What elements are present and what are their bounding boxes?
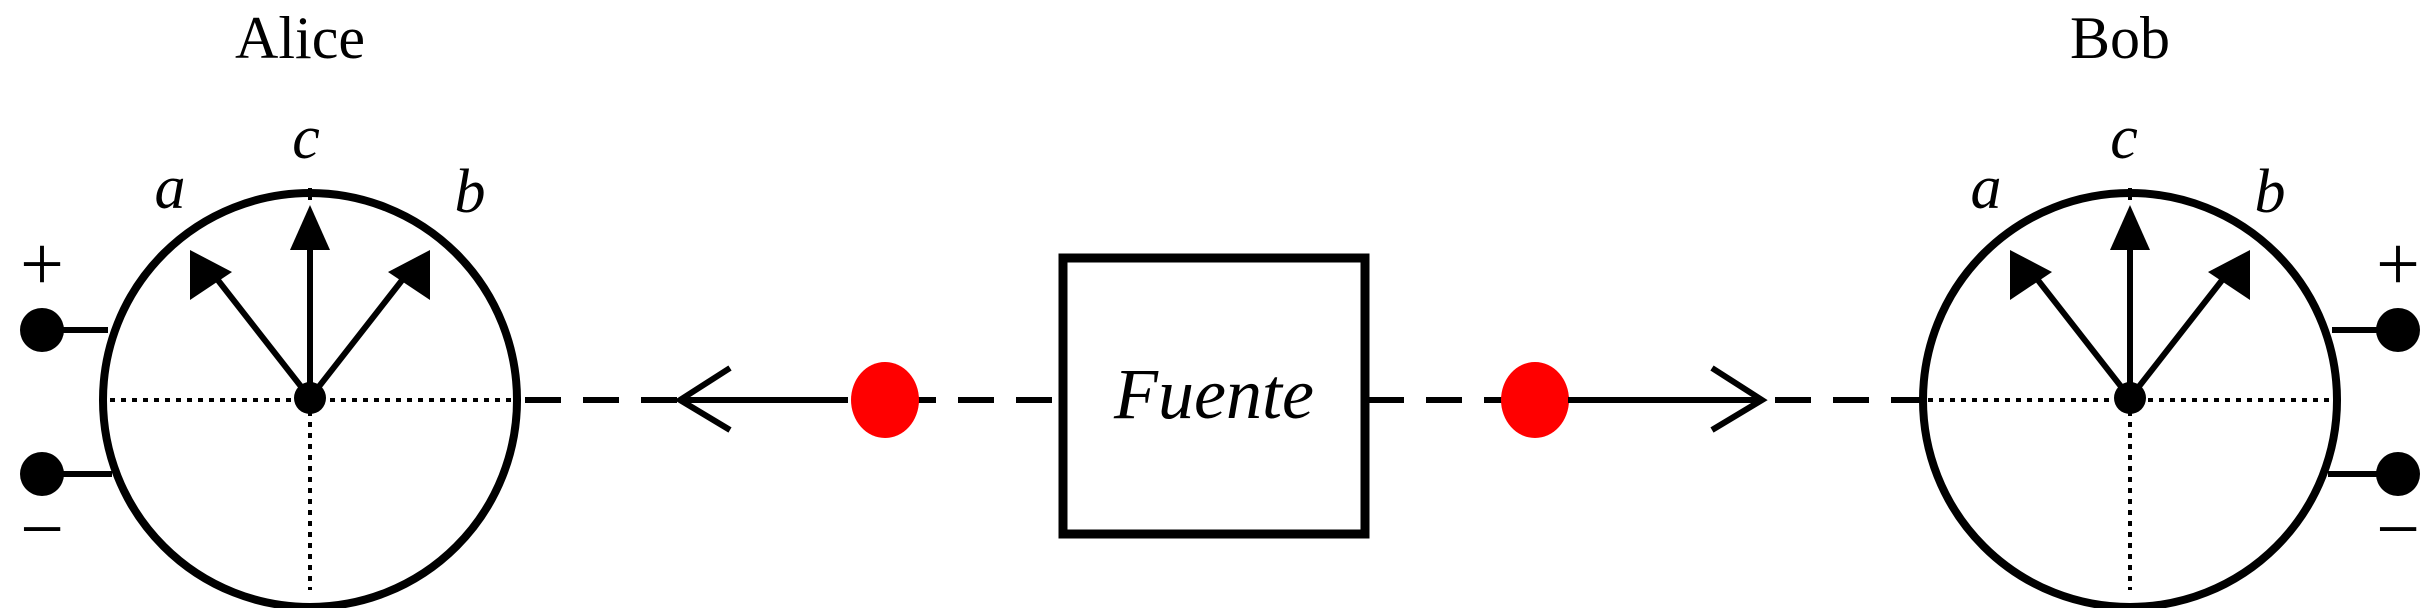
- alice-axis-a-label: a: [155, 154, 186, 222]
- left-particle: [851, 362, 919, 438]
- alice-arrowhead-b: [388, 250, 430, 300]
- right-particle: [1501, 362, 1569, 438]
- bob-label: Bob: [2070, 5, 2170, 71]
- alice-arrowhead-a: [190, 250, 232, 300]
- alice-arrowhead-c: [290, 205, 330, 250]
- alice-arrow-a: [207, 268, 313, 400]
- alice-axis-c-label: c: [292, 104, 320, 172]
- bob-arrowhead-c: [2110, 205, 2150, 250]
- source-box: [1058, 253, 1370, 539]
- alice-center-dot: [294, 382, 326, 414]
- alice-arrow-b: [307, 268, 413, 400]
- beam-line: Fuente: [525, 253, 1925, 539]
- alice-plus-terminal: [20, 308, 64, 352]
- left-arrowhead: [674, 365, 732, 433]
- alice-label: Alice: [235, 5, 365, 71]
- right-arrowhead: [1710, 365, 1768, 433]
- alice-axis-b-label: b: [455, 158, 486, 226]
- alice-plus-label: +: [20, 220, 64, 307]
- bob-center-dot: [2114, 382, 2146, 414]
- source-label: Fuente: [1113, 354, 1314, 434]
- bob-arrowhead-a: [2010, 250, 2052, 300]
- bob-axis-b-label: b: [2255, 158, 2286, 226]
- bob-plus-label: +: [2376, 220, 2420, 307]
- bob-arrow-b: [2127, 268, 2233, 400]
- bob-arrow-a: [2027, 268, 2133, 400]
- bob-plus-terminal: [2376, 308, 2420, 352]
- bob-minus-terminal: [2376, 452, 2420, 496]
- bob-arrowhead-b: [2208, 250, 2250, 300]
- bob-detector: Bob a c b + −: [1919, 5, 2420, 608]
- alice-detector: Alice a c b + −: [20, 5, 521, 608]
- bob-axis-a-label: a: [1971, 154, 2002, 222]
- bob-axis-c-label: c: [2110, 104, 2138, 172]
- alice-minus-terminal: [20, 452, 64, 496]
- alice-minus-label: −: [20, 485, 64, 572]
- bob-minus-label: −: [2376, 485, 2420, 572]
